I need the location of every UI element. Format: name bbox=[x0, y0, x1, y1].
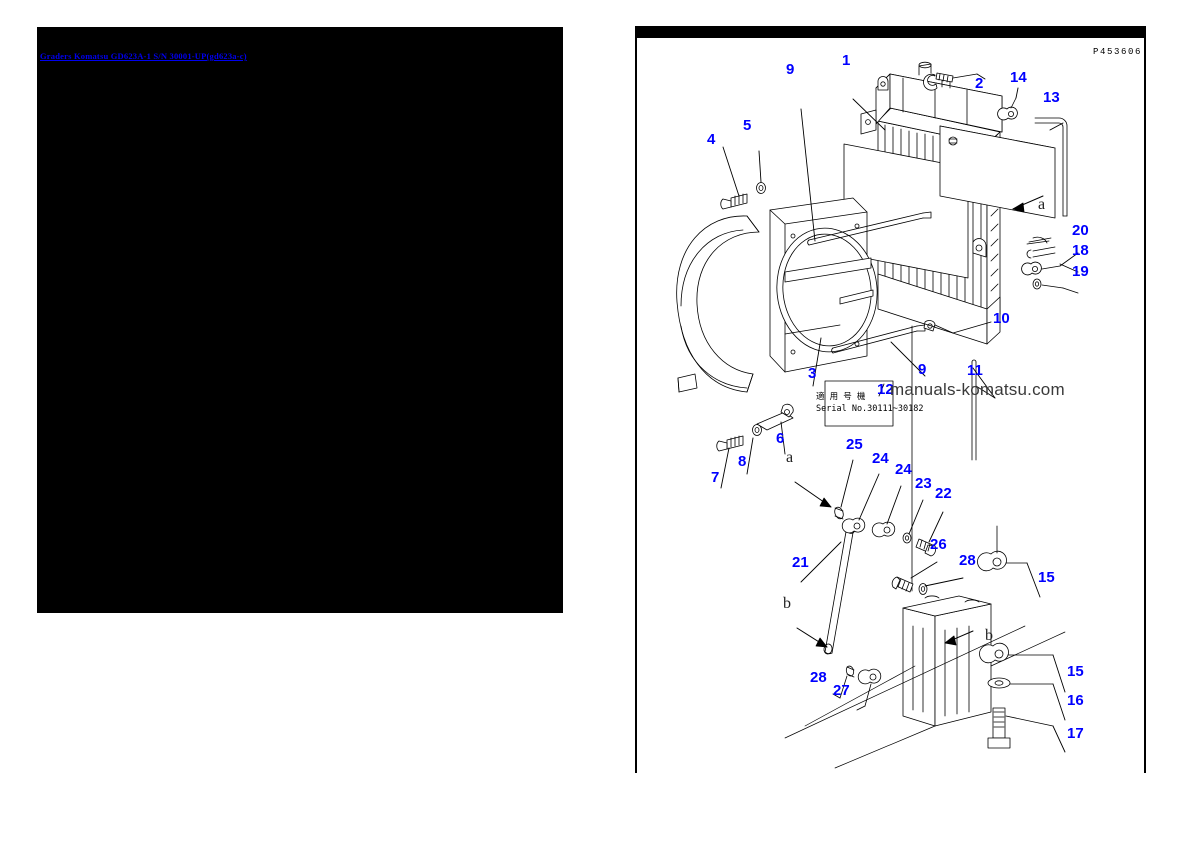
callout-17: 17 bbox=[1067, 725, 1084, 742]
fan-shroud bbox=[769, 197, 878, 373]
leader-lines bbox=[720, 73, 1079, 753]
fan-guard-ring bbox=[676, 215, 760, 393]
callout-18: 18 bbox=[1072, 242, 1089, 259]
callout-22: 22 bbox=[935, 485, 952, 502]
reference-mark-a1: a bbox=[1038, 196, 1046, 213]
serial-applicability-note: 適 用 号 機 Serial No.30111~30182 bbox=[816, 391, 923, 415]
callout-25: 25 bbox=[846, 436, 863, 453]
reference-mark-a2: a bbox=[786, 449, 794, 466]
serial-note-en: Serial No.30111~30182 bbox=[816, 404, 924, 414]
callout-5: 5 bbox=[743, 117, 752, 134]
reference-mark-b1: b bbox=[783, 595, 791, 612]
callout-24a: 24 bbox=[872, 450, 889, 467]
sheet-header-bar bbox=[635, 26, 1146, 38]
sheet-border-left bbox=[635, 38, 637, 773]
callout-7: 7 bbox=[711, 469, 720, 486]
hardware-4-5 bbox=[720, 182, 766, 210]
callout-16: 16 bbox=[1067, 692, 1084, 709]
reference-mark-b2: b bbox=[985, 627, 993, 644]
callout-8: 8 bbox=[738, 453, 747, 470]
callout-10: 10 bbox=[993, 310, 1010, 327]
site-watermark: manuals-komatsu.com bbox=[890, 380, 1065, 399]
clamp-2 bbox=[923, 72, 978, 91]
callout-19: 19 bbox=[1072, 263, 1089, 280]
hardware-7-8 bbox=[716, 403, 794, 452]
hardware-26-28-upper bbox=[891, 576, 928, 595]
preview-pane bbox=[37, 27, 563, 613]
radiator-assembly-diagram bbox=[676, 61, 1079, 769]
reference-arrows bbox=[794, 195, 1044, 648]
parts-drawing-sheet bbox=[635, 26, 1146, 773]
callout-24b: 24 bbox=[895, 461, 912, 478]
callout-13: 13 bbox=[1043, 89, 1060, 106]
hardware-27-28-lower bbox=[839, 665, 882, 707]
callout-26: 26 bbox=[930, 536, 947, 553]
hardware-18-19-20 bbox=[1021, 236, 1064, 290]
drawing-number: P453606 bbox=[1093, 47, 1143, 57]
radiator-upper-tank bbox=[860, 61, 1003, 135]
callout-20: 20 bbox=[1072, 222, 1089, 239]
callout-23: 23 bbox=[915, 475, 932, 492]
callout-9b: 9 bbox=[918, 361, 927, 378]
fastener-14 bbox=[997, 97, 1018, 121]
nut-15-upper bbox=[977, 525, 1028, 572]
serial-note-jp: 適 用 号 機 bbox=[816, 392, 866, 402]
coolant-tube-13 bbox=[1034, 117, 1068, 217]
callout-11: 11 bbox=[967, 362, 983, 379]
pin-11 bbox=[971, 359, 996, 461]
radiator-lower-tank bbox=[877, 192, 1001, 345]
hardware-15-16-17 bbox=[979, 642, 1054, 749]
callout-3: 3 bbox=[808, 365, 817, 382]
callout-2: 2 bbox=[975, 75, 984, 92]
radiator-right-cover bbox=[843, 125, 1056, 279]
serial-note-box bbox=[824, 380, 894, 427]
hardware-22-25 bbox=[834, 506, 937, 557]
callout-15b: 15 bbox=[1067, 663, 1084, 680]
support-rods-9 bbox=[807, 211, 932, 354]
callout-9: 9 bbox=[786, 61, 795, 78]
callout-1: 1 bbox=[842, 52, 851, 69]
callout-4: 4 bbox=[707, 131, 716, 148]
callout-12: 12 bbox=[877, 381, 894, 398]
callout-6: 6 bbox=[776, 430, 785, 447]
catalog-title-link[interactable]: Graders Komatsu GD623A-1 S/N 30001-UP(gd… bbox=[40, 51, 247, 61]
callout-27: 27 bbox=[833, 682, 850, 699]
callout-21: 21 bbox=[792, 554, 809, 571]
callout-14: 14 bbox=[1010, 69, 1027, 86]
mounting-bracket bbox=[784, 595, 1066, 769]
callout-28a: 28 bbox=[959, 552, 976, 569]
sheet-border-right bbox=[1144, 38, 1146, 773]
callout-28b: 28 bbox=[810, 669, 827, 686]
callout-15a: 15 bbox=[1038, 569, 1055, 586]
